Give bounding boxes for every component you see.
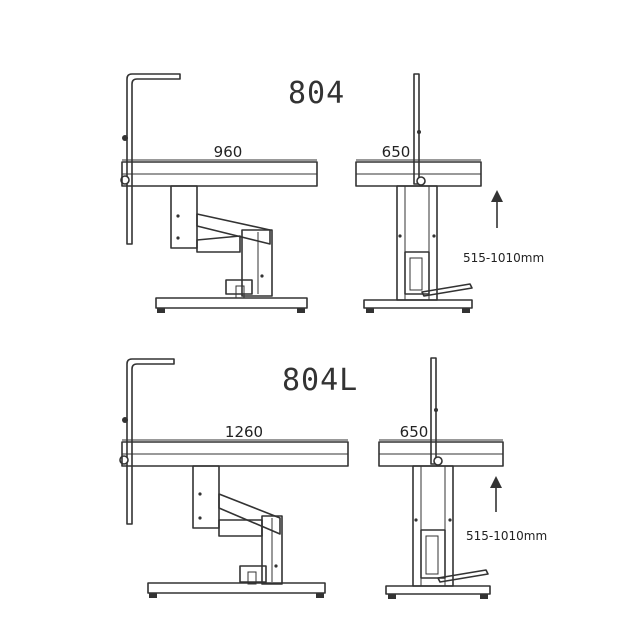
grooming-arm (126, 358, 175, 525)
foot (157, 308, 165, 313)
lift-arm-upper (196, 213, 271, 245)
pump-pedal (239, 565, 267, 583)
foot (316, 593, 324, 598)
side-view-804: 960 (120, 73, 318, 313)
foot (480, 594, 488, 599)
grooming-arm-front (413, 73, 420, 185)
pedal-lever (421, 283, 473, 297)
foot (388, 594, 396, 599)
arm-clamp-knob (122, 135, 128, 141)
model-804-group: 804 960 (120, 73, 544, 313)
arm-clamp-knob (417, 130, 421, 134)
hydraulic-pump (404, 251, 430, 295)
lift-housing (241, 229, 273, 297)
lift-housing (261, 515, 283, 585)
model-804L-title: 804L (282, 363, 358, 398)
hydraulic-pump (420, 529, 446, 579)
up-arrow-icon (490, 476, 502, 512)
depth-label-804L: 650 (400, 423, 429, 441)
width-label-804: 960 (214, 143, 243, 161)
side-view-804L: 1260 (119, 358, 349, 598)
support-column (170, 185, 198, 249)
arm-clamp-knob (120, 175, 130, 185)
arm-clamp-knob (416, 176, 426, 186)
model-804-title: 804 (288, 76, 345, 111)
base-plate (363, 299, 473, 309)
front-view-804L: 650 515-1010mm (378, 357, 547, 599)
foot (149, 593, 157, 598)
foot (366, 308, 374, 313)
base-plate (385, 585, 491, 595)
grooming-arm (126, 73, 181, 245)
arm-clamp-knob (434, 408, 438, 412)
lift-arm-lower (218, 519, 263, 537)
support-column (192, 465, 220, 529)
base-plate (155, 297, 308, 309)
base-plate (147, 582, 326, 594)
depth-label-804: 650 (382, 143, 411, 161)
arm-clamp-knob (433, 456, 443, 466)
arm-clamp-knob (122, 417, 128, 423)
height-label-804: 515-1010mm (463, 251, 544, 265)
lift-arm-lower (196, 235, 241, 253)
pedal-lever (437, 569, 489, 583)
pump-pedal (225, 279, 253, 295)
foot (297, 308, 305, 313)
front-view-804: 650 515-1010mm (355, 73, 544, 313)
up-arrow-icon (491, 190, 503, 228)
height-label-804L: 515-1010mm (466, 529, 547, 543)
width-label-804L: 1260 (225, 423, 263, 441)
model-804L-group: 804L 1260 (119, 357, 547, 599)
lift-column (396, 185, 438, 301)
lift-arm-upper (218, 493, 281, 535)
foot (462, 308, 470, 313)
lift-column (412, 465, 454, 587)
